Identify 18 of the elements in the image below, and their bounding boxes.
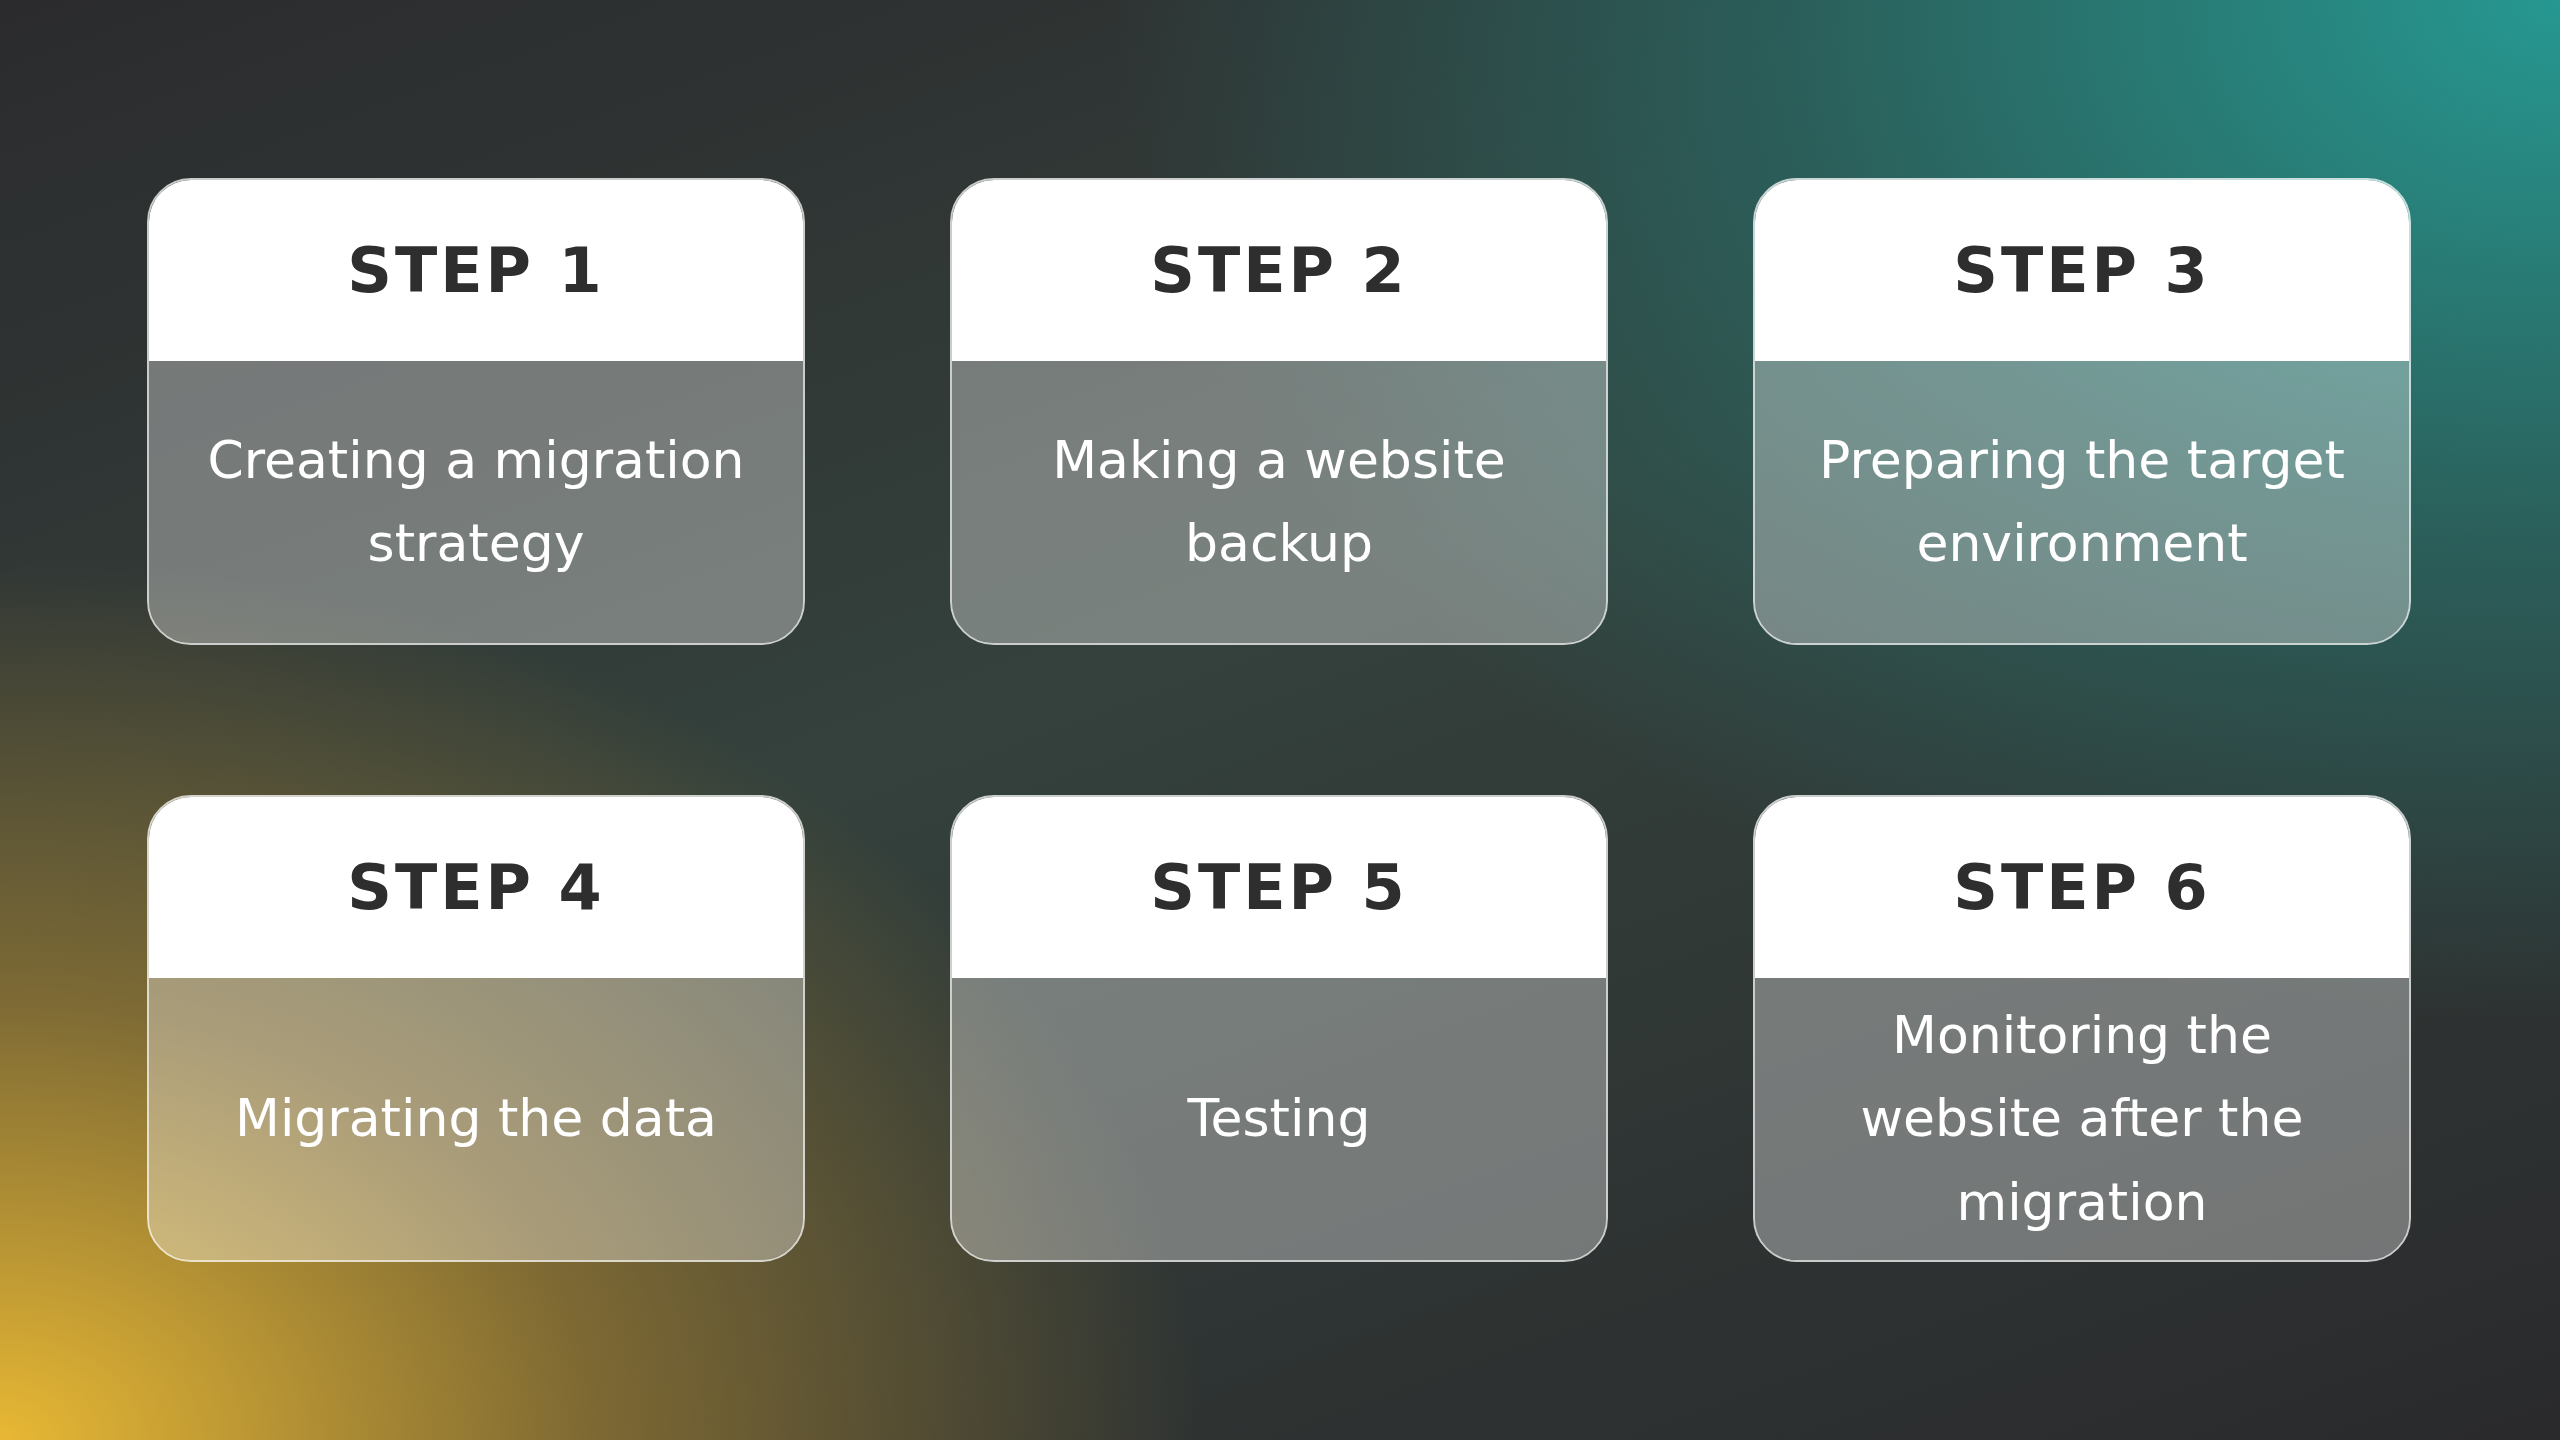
step-description: Creating a migration strategy [149,361,803,643]
step-card [147,795,805,1262]
step-description: Monitoring the website after the migration [1755,978,2409,1260]
step-description: Testing [952,978,1606,1260]
step-card [147,178,805,645]
step-card [1753,178,2411,645]
step-heading: STEP 1 [149,180,803,361]
step-heading: STEP 5 [952,797,1606,978]
step-card [950,178,1608,645]
step-description: Making a website backup [952,361,1606,643]
step-card [950,795,1608,1262]
step-description: Preparing the target environment [1755,361,2409,643]
step-heading: STEP 2 [952,180,1606,361]
step-heading: STEP 4 [149,797,803,978]
step-description: Migrating the data [149,978,803,1260]
step-heading: STEP 6 [1755,797,2409,978]
step-heading: STEP 3 [1755,180,2409,361]
step-card [1753,795,2411,1262]
